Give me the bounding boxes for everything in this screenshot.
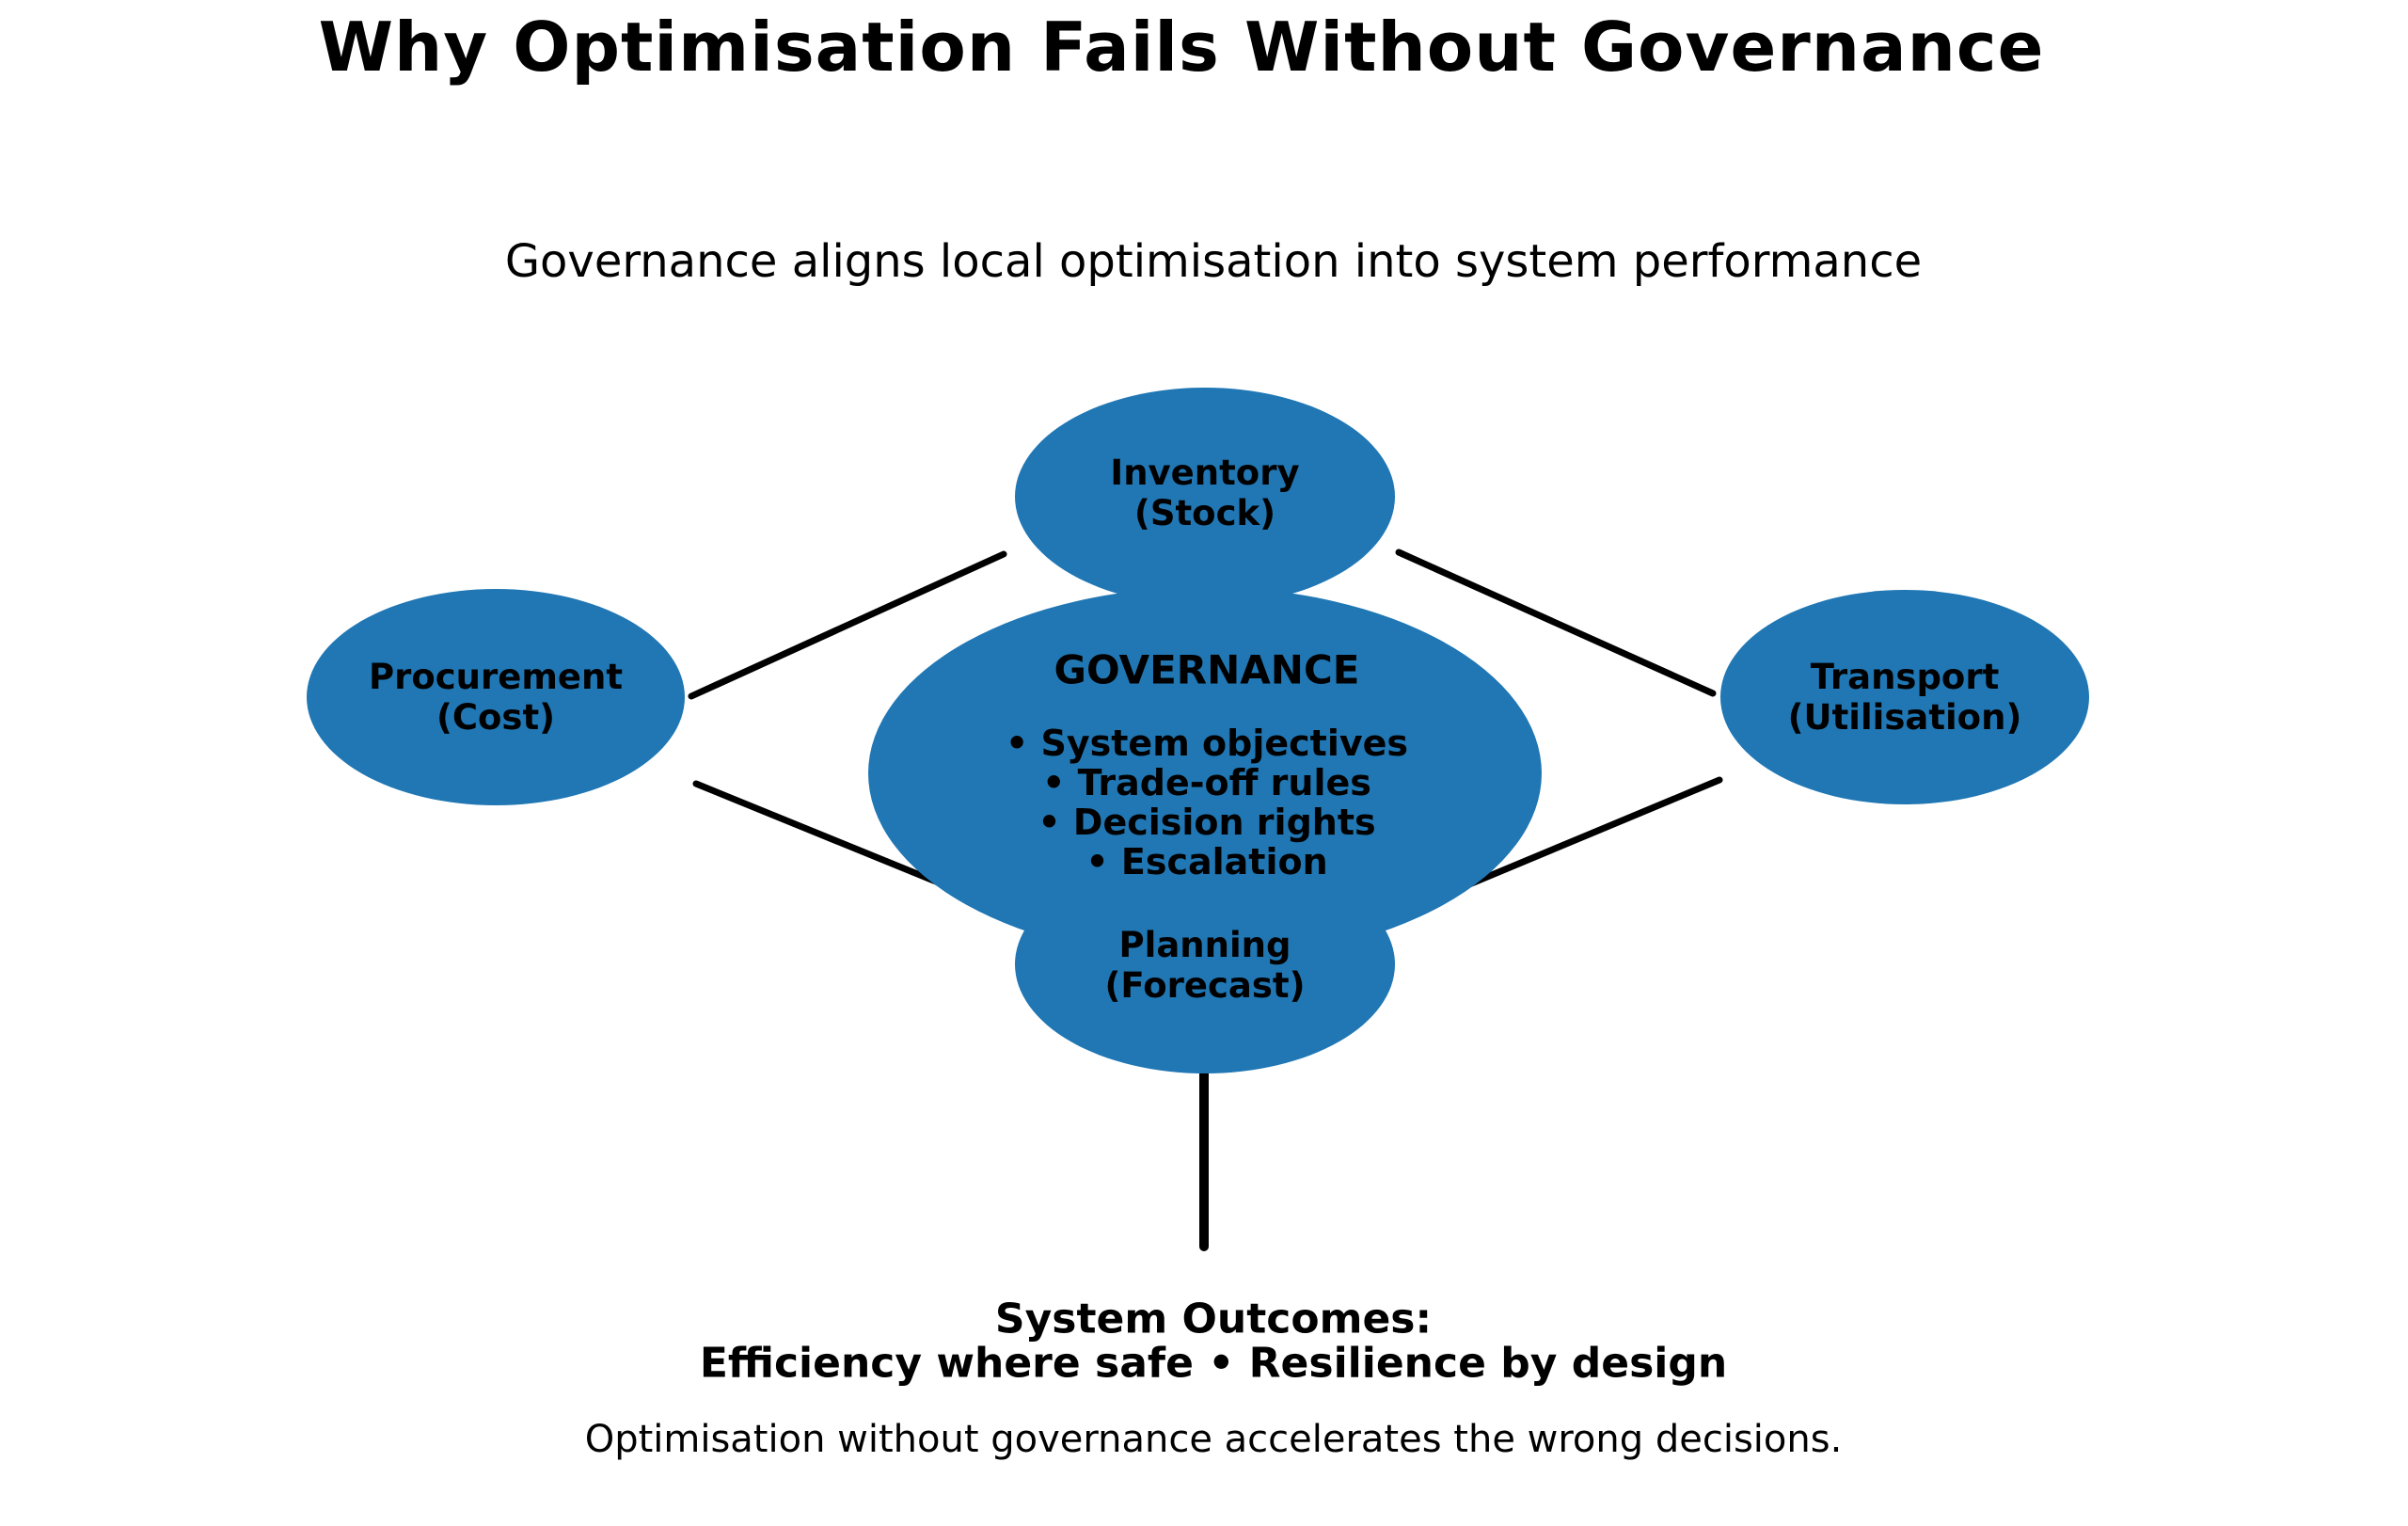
connector-planning-transport bbox=[1443, 776, 1723, 898]
procurement-node-label: Procurement (Cost) bbox=[369, 657, 623, 738]
governance-bullet-item: • Trade-off rules bbox=[1042, 762, 1371, 803]
planning-node-label: Planning (Forecast) bbox=[1105, 925, 1306, 1006]
planning-label-line1: Planning bbox=[1118, 925, 1291, 965]
connector-procurement-inventory bbox=[688, 550, 1007, 700]
inventory-label-line2: (Stock) bbox=[1133, 493, 1276, 533]
inventory-node-shape bbox=[1015, 388, 1395, 606]
governance-node-shape bbox=[868, 587, 1542, 960]
system-outcomes-subheading: Efficiency where safe • Resilience by de… bbox=[699, 1339, 1728, 1388]
page-title: Why Optimisation Fails Without Governanc… bbox=[318, 8, 2045, 87]
transport-node-shape bbox=[1720, 590, 2089, 804]
procurement-node-shape bbox=[307, 589, 685, 805]
planning-label-line2: (Forecast) bbox=[1104, 965, 1306, 1006]
transport-label-line1: Transport bbox=[1810, 657, 2000, 697]
inventory-label-line1: Inventory bbox=[1110, 453, 1300, 493]
governance-node-title: GOVERNANCE bbox=[1054, 646, 1360, 693]
procurement-label-line1: Procurement bbox=[368, 657, 624, 697]
page-subtitle: Governance aligns local optimisation int… bbox=[504, 235, 1923, 288]
transport-node-label: Transport (Utilisation) bbox=[1788, 657, 2022, 738]
governance-bullet-item: • System objectives bbox=[1005, 723, 1409, 764]
transport-label-line2: (Utilisation) bbox=[1787, 697, 2022, 738]
connector-procurement-planning bbox=[692, 780, 965, 896]
inventory-node-label: Inventory (Stock) bbox=[1110, 453, 1299, 533]
procurement-label-line2: (Cost) bbox=[436, 697, 556, 738]
system-outcomes-heading: System Outcomes: bbox=[994, 1295, 1433, 1343]
governance-bullet-item: • Decision rights bbox=[1038, 802, 1376, 843]
connector-inventory-transport bbox=[1395, 548, 1717, 697]
governance-bullet-item: • Escalation bbox=[1085, 841, 1328, 882]
governance-bullet-list: • System objectives • Trade-off rules • … bbox=[1006, 723, 1408, 882]
system-outcomes-caption: Optimisation without governance accelera… bbox=[584, 1418, 1843, 1461]
